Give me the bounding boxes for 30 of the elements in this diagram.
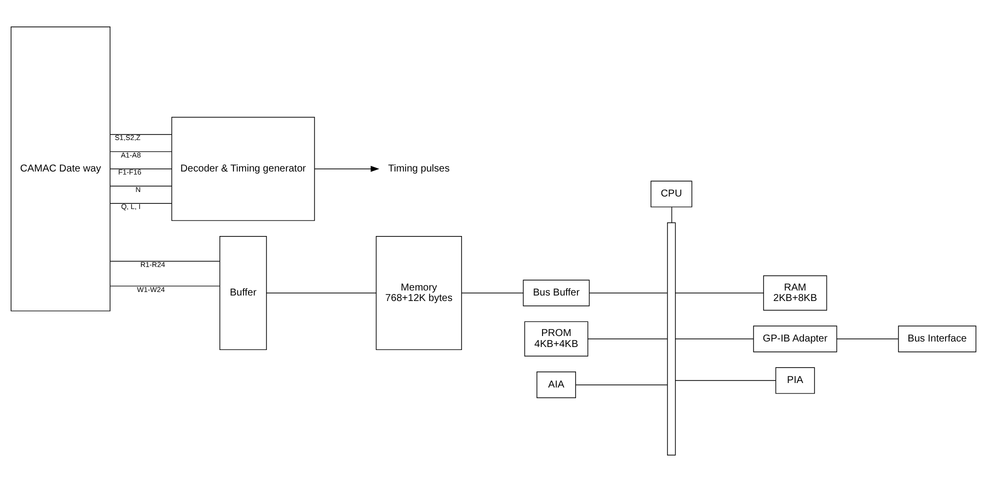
node-box: Bus Interface <box>898 325 976 352</box>
node-box: CPU <box>650 180 692 207</box>
node-box: RAM 2KB+8KB <box>763 274 828 310</box>
arrow <box>314 165 380 172</box>
node-box: PIA <box>775 366 815 394</box>
connector <box>675 292 764 293</box>
connector <box>110 202 172 204</box>
connector <box>588 338 668 339</box>
node-box: PROM 4KB+4KB <box>524 320 588 356</box>
node-box: GP-IB Adapter <box>753 325 838 352</box>
connector <box>589 292 668 293</box>
connector <box>266 292 377 293</box>
node-box: Decoder & Timing generator <box>171 116 315 220</box>
connector <box>110 260 220 262</box>
node-bar <box>667 222 676 455</box>
node-box: Bus Buffer <box>522 279 590 306</box>
node-text: Timing pulses <box>388 163 450 174</box>
connector <box>671 206 672 222</box>
connector <box>575 384 668 385</box>
node-box: CAMAC Date way <box>10 26 110 311</box>
connector <box>110 285 220 286</box>
connector <box>110 150 172 152</box>
node-box: Buffer <box>219 235 267 350</box>
connector <box>675 338 754 339</box>
connector <box>836 338 899 339</box>
connector <box>110 168 172 169</box>
connector <box>110 185 172 186</box>
connector <box>461 292 524 293</box>
node-box: Memory 768+12K bytes <box>376 235 462 350</box>
node-box: AIA <box>536 371 576 398</box>
